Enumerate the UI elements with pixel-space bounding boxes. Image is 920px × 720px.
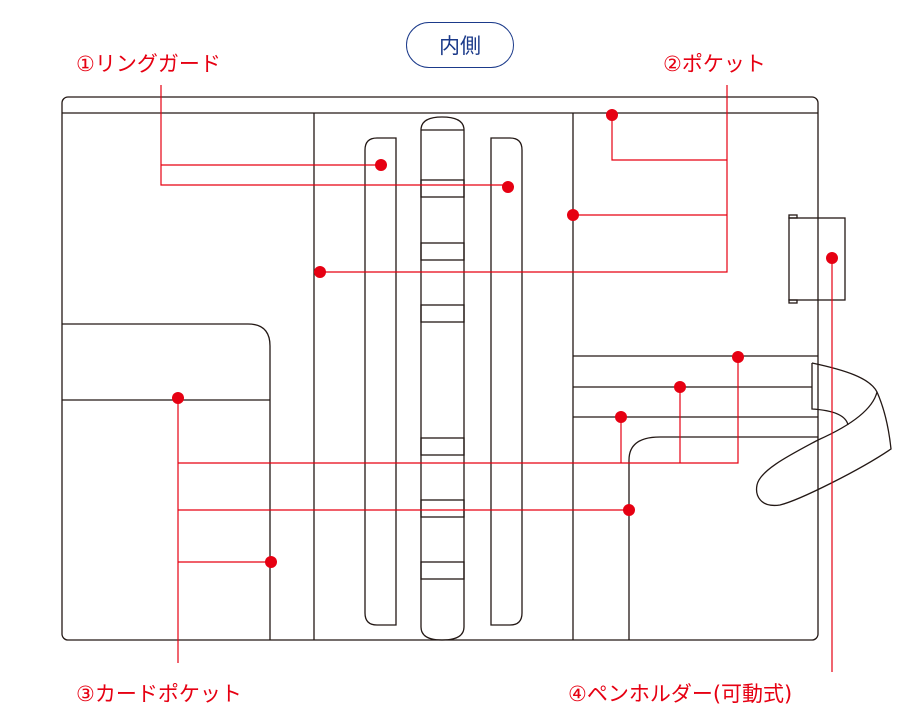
marker-dot — [732, 351, 744, 363]
marker-dot — [826, 252, 838, 264]
label-pocket: ②ポケット — [663, 52, 766, 76]
marker-dot — [314, 266, 326, 278]
marker-dot — [502, 181, 514, 193]
label-card-pocket: ③カードポケット — [76, 682, 242, 706]
marker-dot — [615, 411, 627, 423]
leader-pen-holder — [826, 252, 838, 672]
marker-dot — [674, 381, 686, 393]
marker-dot — [265, 556, 277, 568]
leader-card-pocket — [172, 351, 744, 663]
leader-ring-guard — [160, 85, 514, 193]
leader-pocket — [314, 85, 728, 278]
marker-dot — [172, 392, 184, 404]
marker-dot — [375, 159, 387, 171]
diagram-title: 内側 — [406, 22, 514, 68]
marker-dot — [623, 504, 635, 516]
label-ring-guard: ①リングガード — [76, 52, 221, 76]
marker-dot — [606, 109, 618, 121]
organizer-outline — [61, 96, 892, 641]
marker-dot — [567, 209, 579, 221]
label-pen-holder: ④ペンホルダー(可動式) — [568, 682, 793, 706]
